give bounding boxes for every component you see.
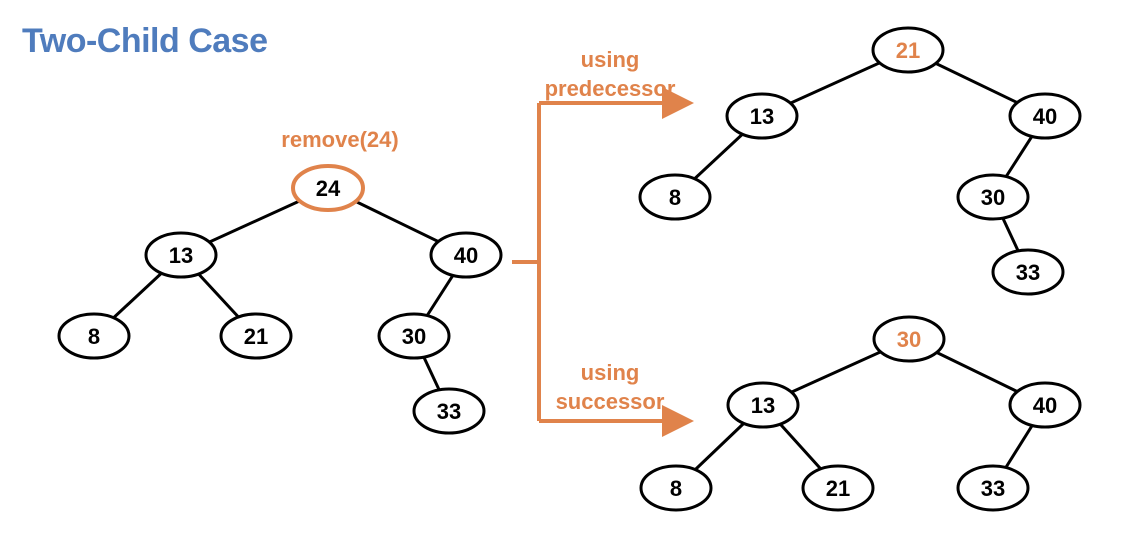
predecessor-tree: 21 13 40 8 30 33 xyxy=(638,26,1082,296)
node-13: 13 xyxy=(725,92,799,140)
node-33: 33 xyxy=(412,387,486,435)
node-label: 33 xyxy=(437,399,461,424)
node-label: 8 xyxy=(669,185,681,210)
node-21: 21 xyxy=(801,464,875,512)
node-40: 40 xyxy=(429,231,503,279)
branch-arrows xyxy=(512,87,694,437)
node-root: 21 xyxy=(871,26,945,74)
node-label: 33 xyxy=(1016,260,1040,285)
node-label: 40 xyxy=(1033,393,1057,418)
node-40: 40 xyxy=(1008,92,1082,140)
node-8: 8 xyxy=(639,464,713,512)
operation-label: remove(24) xyxy=(281,127,399,152)
page-title: Two-Child Case xyxy=(22,22,268,60)
node-label: 8 xyxy=(88,324,100,349)
node-label: 21 xyxy=(244,324,268,349)
node-label: 13 xyxy=(750,104,774,129)
successor-label-line2: successor xyxy=(555,389,665,414)
predecessor-branch-label: using predecessor xyxy=(530,45,690,103)
successor-tree: 30 13 40 8 21 33 xyxy=(639,315,1082,512)
node-label: 30 xyxy=(402,324,426,349)
original-tree-edges xyxy=(92,186,468,412)
node-13: 13 xyxy=(144,231,218,279)
node-label: 21 xyxy=(896,38,920,63)
node-label: 13 xyxy=(169,243,193,268)
node-40: 40 xyxy=(1008,381,1082,429)
node-root: 24 xyxy=(291,164,365,212)
predecessor-label-line1: using xyxy=(580,47,640,72)
node-label: 21 xyxy=(826,476,850,501)
node-label: 30 xyxy=(981,185,1005,210)
node-label: 33 xyxy=(981,476,1005,501)
node-21: 21 xyxy=(219,312,293,360)
node-label: 40 xyxy=(1033,104,1057,129)
node-8: 8 xyxy=(57,312,131,360)
node-33: 33 xyxy=(991,248,1065,296)
predecessor-tree-edges xyxy=(673,48,1047,273)
node-label: 8 xyxy=(670,476,682,501)
original-tree: 24 13 40 8 21 30 xyxy=(57,164,503,435)
node-30: 30 xyxy=(956,173,1030,221)
node-33: 33 xyxy=(956,464,1030,512)
node-root: 30 xyxy=(872,315,946,363)
node-30: 30 xyxy=(377,312,451,360)
node-13: 13 xyxy=(726,381,800,429)
predecessor-label-line2: predecessor xyxy=(544,76,676,101)
successor-branch-label: using successor xyxy=(530,358,690,416)
node-label: 13 xyxy=(751,393,775,418)
successor-label-line1: using xyxy=(580,360,640,385)
node-label: 30 xyxy=(897,327,921,352)
node-8: 8 xyxy=(638,173,712,221)
node-label: 24 xyxy=(316,176,341,201)
node-label: 40 xyxy=(454,243,478,268)
